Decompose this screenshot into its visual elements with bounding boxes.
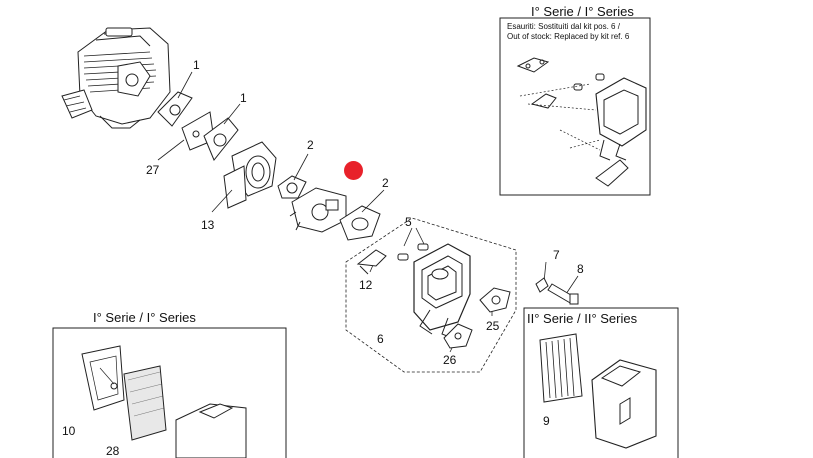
inset-top-right-illustration (516, 57, 647, 187)
callout-8: 8 (577, 262, 584, 276)
inset-bottom-right-illustration (539, 333, 657, 449)
callout-1: 1 (193, 58, 200, 72)
callout-28: 28 (106, 444, 120, 458)
gasket-part-2b (339, 205, 381, 241)
inset-box-bottom-left (52, 327, 287, 458)
callout-5: 5 (405, 215, 412, 229)
gasket-part-1b (203, 117, 239, 161)
callout-10: 10 (62, 424, 76, 438)
callout-25: 25 (486, 319, 500, 333)
clip-part-26 (443, 323, 473, 349)
engine-illustration (61, 27, 171, 129)
carburetor-illustration (289, 187, 347, 233)
callout-2: 2 (382, 176, 389, 190)
callout-13: 13 (201, 218, 215, 232)
callout-7: 7 (553, 248, 560, 262)
callout-1: 1 (240, 91, 247, 105)
callout-6: 6 (377, 332, 384, 346)
bottom-left-panel-title: I° Serie / I° Series (93, 310, 196, 325)
gasket-part-2a (277, 175, 307, 199)
callout-26: 26 (443, 353, 457, 367)
callout-2: 2 (307, 138, 314, 152)
callout-9: 9 (543, 414, 550, 428)
top-right-panel-title: I° Serie / I° Series (531, 4, 634, 19)
airfilter-housing-illustration (413, 243, 471, 339)
hotspot-marker[interactable] (344, 161, 363, 180)
washer-part-7 (535, 277, 549, 293)
callout-27: 27 (146, 163, 160, 177)
kit-group-outline (345, 217, 517, 373)
clip-part-25 (479, 287, 511, 313)
lever-part-12 (356, 249, 387, 275)
screw-part-5 (397, 243, 429, 261)
replacement-note-line2: Out of stock: Replaced by kit ref. 6 (507, 32, 630, 41)
replacement-note-line1: Esauriti: Sostituiti dal kit pos. 6 / (507, 22, 620, 31)
inset-box-top-right (499, 17, 651, 196)
gasket-part-1a (157, 91, 193, 127)
bottom-right-panel-title: II° Serie / II° Series (527, 311, 638, 326)
inset-bottom-left-illustration (81, 345, 247, 458)
intake-manifold-part-13 (223, 141, 277, 209)
inset-box-bottom-right (523, 307, 679, 458)
callout-12: 12 (359, 278, 373, 292)
screw-part-8 (547, 283, 579, 305)
